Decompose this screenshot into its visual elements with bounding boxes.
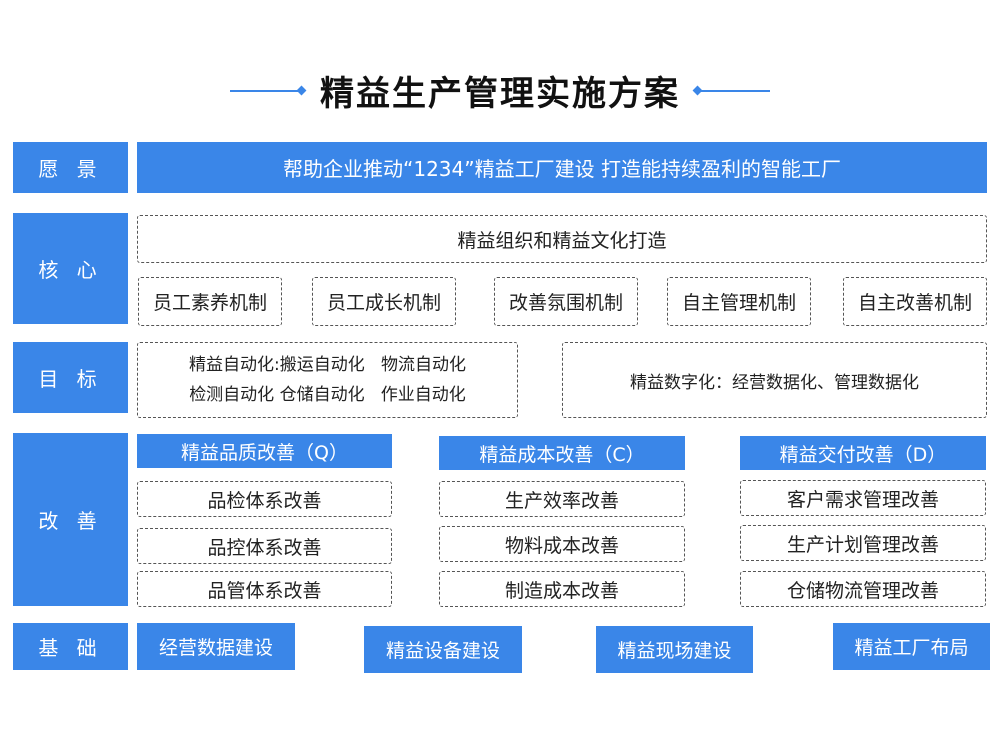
core-item: 自主改善机制 bbox=[843, 277, 987, 326]
improve-delivery-header: 精益交付改善（D） bbox=[740, 436, 986, 470]
core-item: 改善氛围机制 bbox=[494, 277, 638, 326]
foundation-item: 精益工厂布局 bbox=[833, 623, 990, 670]
foundation-item: 精益现场建设 bbox=[596, 626, 753, 673]
core-item: 自主管理机制 bbox=[667, 277, 811, 326]
goal-automation-box: 精益自动化:搬运自动化 物流自动化 检测自动化 仓储自动化 作业自动化 bbox=[137, 342, 518, 418]
improve-item: 品管体系改善 bbox=[137, 571, 392, 607]
goal-automation-line: 检测自动化 仓储自动化 作业自动化 bbox=[189, 385, 466, 405]
improve-item: 仓储物流管理改善 bbox=[740, 571, 986, 607]
improve-item: 生产计划管理改善 bbox=[740, 525, 986, 561]
improve-item: 品控体系改善 bbox=[137, 528, 392, 564]
title-decoration-left bbox=[230, 85, 308, 96]
goal-digital-box: 精益数字化：经营数据化、管理数据化 bbox=[562, 342, 987, 418]
row-label-core: 核 心 bbox=[13, 213, 128, 324]
improve-item: 物料成本改善 bbox=[439, 526, 685, 562]
improve-item: 生产效率改善 bbox=[439, 481, 685, 517]
title-decoration-right bbox=[692, 85, 770, 96]
row-label-goal: 目 标 bbox=[13, 342, 128, 413]
page-title: 精益生产管理实施方案 bbox=[320, 74, 680, 114]
improve-item: 品检体系改善 bbox=[137, 481, 392, 517]
core-item: 员工素养机制 bbox=[138, 277, 282, 326]
foundation-item: 经营数据建设 bbox=[137, 623, 295, 670]
improve-quality-header: 精益品质改善（Q） bbox=[137, 434, 392, 468]
row-label-foundation: 基 础 bbox=[13, 623, 128, 670]
foundation-item: 精益设备建设 bbox=[364, 626, 522, 673]
core-top-box: 精益组织和精益文化打造 bbox=[137, 215, 987, 263]
vision-content: 帮助企业推动“1234”精益工厂建设 打造能持续盈利的智能工厂 bbox=[137, 142, 987, 193]
row-label-vision: 愿 景 bbox=[13, 142, 128, 193]
core-item: 员工成长机制 bbox=[312, 277, 456, 326]
improve-item: 客户需求管理改善 bbox=[740, 480, 986, 516]
goal-automation-line: 精益自动化:搬运自动化 物流自动化 bbox=[189, 355, 466, 375]
improve-item: 制造成本改善 bbox=[439, 571, 685, 607]
improve-cost-header: 精益成本改善（C） bbox=[439, 436, 685, 470]
row-label-improve: 改 善 bbox=[13, 433, 128, 606]
